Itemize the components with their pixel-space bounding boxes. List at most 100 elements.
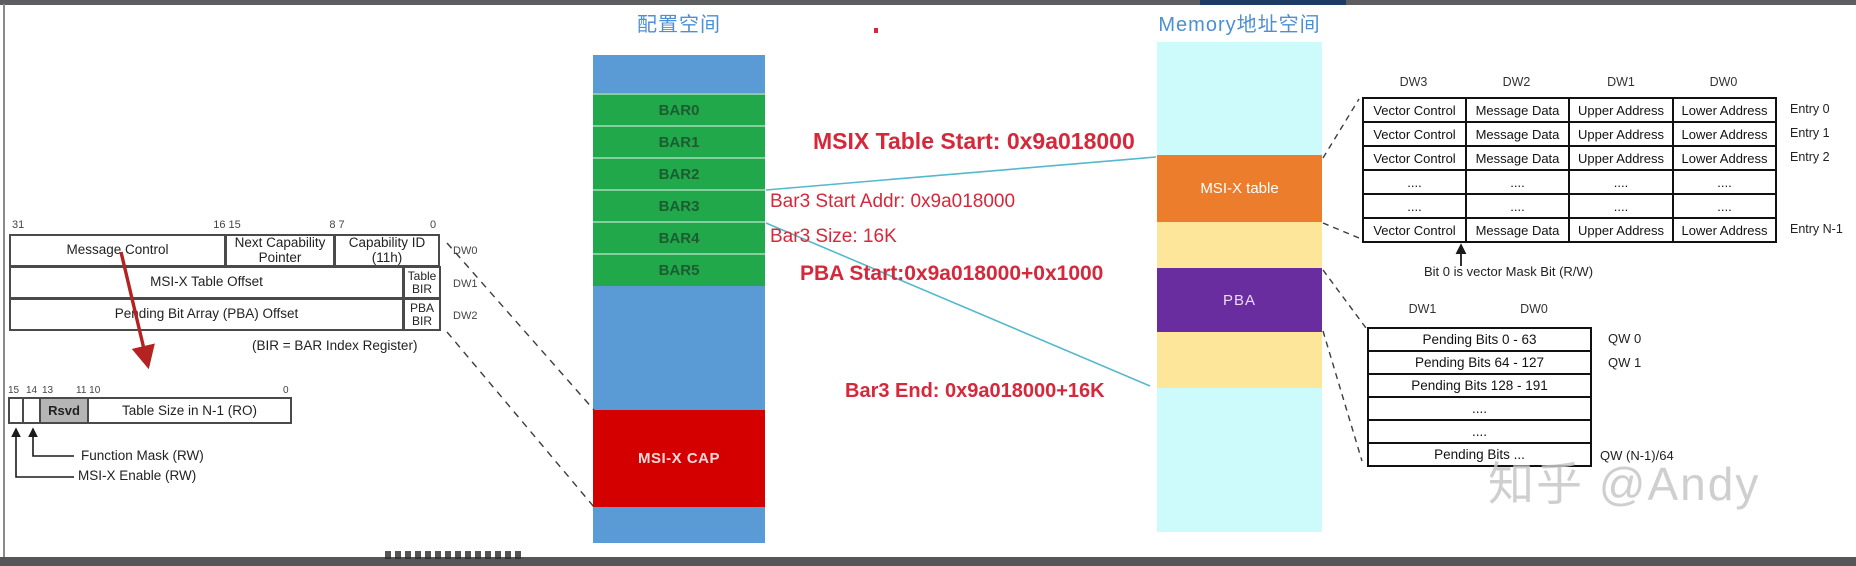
- memory-space-column: MSI-X table PBA: [1157, 42, 1322, 532]
- cap-bit-label-31: 31: [12, 219, 25, 231]
- etab-cell: Message Data: [1466, 122, 1569, 146]
- function-mask-callout-line: [28, 427, 74, 457]
- pba-row: Pending Bits ...: [1368, 443, 1591, 466]
- etab-cell: Upper Address: [1569, 218, 1673, 242]
- config-header-block: [593, 55, 765, 93]
- dw2-label: DW2: [453, 310, 478, 322]
- next-cap-pointer-cell: Next Capability Pointer: [225, 234, 335, 267]
- pba-offset-cell: Pending Bit Array (PBA) Offset: [9, 298, 404, 331]
- msix-table-offset-cell: MSI-X Table Offset: [9, 266, 404, 299]
- config-mid-block: [593, 286, 765, 410]
- dw0-label: DW0: [453, 245, 478, 257]
- etab-cell: Upper Address: [1569, 122, 1673, 146]
- mc-bit-label-11-10: 11 10: [76, 385, 101, 396]
- etab-cell: Message Data: [1466, 98, 1569, 122]
- bar3-end-annotation: Bar3 End: 0x9a018000+16K: [845, 380, 1105, 402]
- etab-cell: ....: [1569, 170, 1673, 194]
- etab-cell: Message Data: [1466, 218, 1569, 242]
- dashed-reg-to-cap-bottom: [446, 331, 595, 508]
- dashed-pba-to-ptab-top: [1322, 269, 1367, 329]
- bar1-block: BAR1: [593, 125, 765, 157]
- mc-bit-label-14: 14: [26, 385, 38, 396]
- bar3-block: BAR3: [593, 189, 765, 221]
- pba-table: Pending Bits 0 - 63 Pending Bits 64 - 12…: [1367, 327, 1592, 467]
- bar0-block: BAR0: [593, 93, 765, 125]
- etab-cell: ....: [1466, 170, 1569, 194]
- table-size-cell: Table Size in N-1 (RO): [87, 397, 292, 424]
- etab-cell: ....: [1569, 194, 1673, 218]
- etab-header-dw3: DW3: [1399, 75, 1428, 89]
- zhihu-watermark: 知乎 @Andy: [1488, 458, 1761, 510]
- cap-register-row-dw1: MSI-X Table Offset Table BIR: [9, 266, 443, 299]
- bar3-start-annotation: Bar3 Start Addr: 0x9a018000: [770, 191, 1016, 212]
- config-space-column: BAR0 BAR1 BAR2 BAR3 BAR4 BAR5 MSI-X CAP: [593, 55, 765, 543]
- top-bar-accent: [1200, 0, 1346, 5]
- pba-row: Pending Bits 0 - 63: [1368, 328, 1591, 351]
- etab-header-dw0: DW0: [1709, 75, 1738, 89]
- bottom-bar: [0, 557, 1856, 566]
- msix-table-start-annotation: MSIX Table Start: 0x9a018000: [813, 128, 1135, 154]
- cap-register-row-dw0: Message Control Next Capability Pointer …: [9, 234, 443, 267]
- stray-red-dot: [874, 28, 878, 33]
- etab-cell: ....: [1363, 194, 1466, 218]
- etab-cell: Lower Address: [1673, 122, 1776, 146]
- memory-gap-block-2: [1157, 332, 1322, 388]
- pba-bir-cell: PBA BIR: [403, 298, 441, 331]
- top-bar: [0, 0, 1856, 5]
- etab-cell: Vector Control: [1363, 98, 1466, 122]
- config-footer-block: [593, 507, 765, 543]
- memory-gap-block-1: [1157, 222, 1322, 268]
- entry-n1-label: Entry N-1: [1790, 222, 1843, 236]
- pba-row: Pending Bits 64 - 127: [1368, 351, 1591, 374]
- rsvd-cell: Rsvd: [39, 397, 89, 424]
- msix-enable-callout-line: [11, 427, 74, 478]
- qw-n1-label: QW (N-1)/64: [1600, 448, 1674, 463]
- message-control-cell: Message Control: [9, 234, 226, 267]
- memory-bottom-block: [1157, 388, 1322, 532]
- cap-register-row-dw2: Pending Bit Array (PBA) Offset PBA BIR: [9, 298, 443, 331]
- etab-header-dw2: DW2: [1502, 75, 1531, 89]
- entry-2-label: Entry 2: [1790, 150, 1830, 164]
- mc-bit-label-15: 15: [8, 385, 20, 396]
- etab-cell: ....: [1673, 194, 1776, 218]
- dw1-label: DW1: [453, 278, 478, 290]
- cap-register-table: Message Control Next Capability Pointer …: [9, 234, 443, 331]
- etab-cell: ....: [1673, 170, 1776, 194]
- bottom-cutoff-text-fragment: [385, 551, 525, 559]
- etab-cell: Lower Address: [1673, 98, 1776, 122]
- left-border: [3, 4, 5, 560]
- msg-control-register-table: Rsvd Table Size in N-1 (RO): [8, 397, 292, 424]
- mc-bit-label-13: 13: [42, 385, 54, 396]
- etab-cell: Upper Address: [1569, 146, 1673, 170]
- bar4-block: BAR4: [593, 221, 765, 253]
- cap-bit-label-16-15: 16 15: [213, 219, 241, 231]
- function-mask-label: Function Mask (RW): [81, 448, 204, 463]
- etab-cell: Message Data: [1466, 146, 1569, 170]
- memory-space-title: Memory地址空间: [1158, 14, 1321, 36]
- pba-block: PBA: [1157, 268, 1322, 332]
- table-bir-cell: Table BIR: [403, 266, 441, 299]
- etab-cell: Lower Address: [1673, 218, 1776, 242]
- bar2-block: BAR2: [593, 157, 765, 189]
- pba-row: ....: [1368, 397, 1591, 420]
- etab-cell: ....: [1466, 194, 1569, 218]
- dashed-pba-to-ptab-bottom: [1322, 330, 1363, 462]
- msix-cap-block: MSI-X CAP: [593, 410, 765, 507]
- ptab-header-dw1: DW1: [1408, 302, 1437, 316]
- cap-bit-label-0: 0: [430, 219, 437, 231]
- cyan-bar3-to-msixtable-line: [765, 156, 1157, 191]
- entry-0-label: Entry 0: [1790, 102, 1830, 116]
- etab-cell: Vector Control: [1363, 218, 1466, 242]
- msix-entry-table: Vector Control Message Data Upper Addres…: [1362, 97, 1777, 243]
- ptab-header-dw0: DW0: [1520, 302, 1548, 316]
- dashed-msixtable-to-etab-top: [1322, 98, 1360, 159]
- mc-bit-label-0: 0: [283, 385, 289, 396]
- etab-cell: ....: [1363, 170, 1466, 194]
- bar5-block: BAR5: [593, 253, 765, 286]
- memory-top-block: [1157, 42, 1322, 155]
- dashed-reg-to-cap-top: [446, 242, 595, 411]
- qw0-label: QW 0: [1608, 331, 1642, 346]
- dashed-msixtable-to-etab-bottom: [1322, 222, 1360, 239]
- bir-note: (BIR = BAR Index Register): [252, 338, 418, 353]
